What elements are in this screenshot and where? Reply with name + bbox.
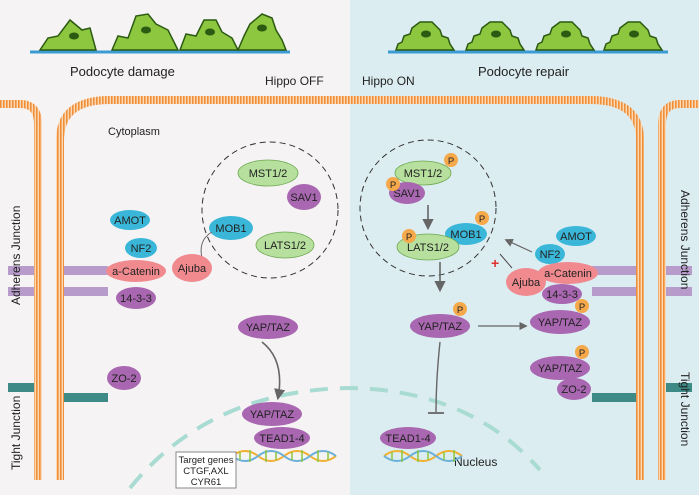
svg-text:MOB1: MOB1 [215,223,246,235]
mst-protein-right: MST1/2 [394,160,452,186]
hippo-off-label: Hippo OFF [265,74,324,88]
14-3-3-protein-left: 14-3-3 [116,287,156,309]
svg-text:MOB1: MOB1 [450,229,481,241]
target-genes-box: Target genes CTGF,AXL CYR61 [175,451,237,489]
svg-text:SAV1: SAV1 [393,188,420,200]
yap-tead-inhibition-line [435,341,441,413]
zo2-protein-left: ZO-2 [107,366,141,390]
cell-membranes [0,96,699,480]
dna-helix-left [231,450,337,462]
sav-protein-left: SAV1 [287,184,321,210]
svg-text:ZO-2: ZO-2 [561,384,586,396]
svg-text:YAP/TAZ: YAP/TAZ [250,409,294,421]
nf2-protein-right: NF2 [535,244,565,264]
ajuba-protein-right: Ajuba [506,268,546,296]
svg-text:P: P [448,156,454,167]
tead-protein-left: TEAD1-4 [254,427,310,449]
svg-text:LATS1/2: LATS1/2 [407,242,449,254]
svg-text:P: P [457,305,463,316]
catenin-protein-left: a-Catenin [106,260,166,282]
podocyte-repair-title: Podocyte repair [478,64,570,79]
amot-protein-right: AMOT [556,226,596,246]
svg-text:MST1/2: MST1/2 [404,168,443,180]
target-genes-line2: CYR61 [191,477,222,488]
zo2-protein-right: ZO-2 [557,378,591,400]
nucleus-label: Nucleus [454,455,497,469]
svg-text:Ajuba: Ajuba [512,277,541,289]
svg-text:NF2: NF2 [540,249,561,261]
ajuba-protein-left: Ajuba [172,254,212,282]
catenin-protein-right: a-Catenin [538,262,598,284]
adherens-junction-label-left: Adherens Junction [9,206,23,305]
adherens-junction-label-right: Adherens Junction [678,190,692,289]
yap-taz-phosphorylated-right: YAP/TAZ P [410,302,470,338]
nucleus-boundary [128,385,542,490]
amot-protein-left: AMOT [110,210,150,230]
svg-text:AMOT: AMOT [114,215,146,227]
14-3-3-protein-right: 14-3-3 [542,284,582,304]
svg-text:P: P [479,214,485,225]
svg-text:YAP/TAZ: YAP/TAZ [538,317,582,329]
svg-text:TEAD1-4: TEAD1-4 [385,433,430,445]
target-genes-line1: CTGF,AXL [183,466,228,477]
hippo-on-label: Hippo ON [362,74,415,88]
nf2-to-complex-arrow [504,239,533,253]
yap-taz-cytoplasm-left: YAP/TAZ [238,315,298,339]
dna-helix-right [383,450,463,462]
svg-text:P: P [390,180,396,191]
svg-text:a-Catenin: a-Catenin [112,266,160,278]
svg-text:P: P [579,302,585,313]
svg-text:MST1/2: MST1/2 [249,168,288,180]
svg-text:YAP/TAZ: YAP/TAZ [418,321,462,333]
lats-protein-left: LATS1/2 [255,231,315,259]
svg-text:14-3-3: 14-3-3 [546,289,578,301]
repaired-podocytes-illustration [388,21,668,54]
svg-text:ZO-2: ZO-2 [111,373,136,385]
svg-text:SAV1: SAV1 [290,192,317,204]
svg-text:14-3-3: 14-3-3 [120,293,152,305]
inhibition-mark: + [491,255,499,271]
tight-junction-label-right: Tight Junction [678,372,692,446]
yap-taz-bound-right: YAP/TAZ P [530,299,590,334]
tead-protein-right: TEAD1-4 [380,427,436,449]
svg-text:Ajuba: Ajuba [178,263,207,275]
svg-text:AMOT: AMOT [560,231,592,243]
target-genes-title: Target genes [179,455,234,466]
yap-taz-nuclear-left: YAP/TAZ [242,402,302,426]
podocyte-damage-title: Podocyte damage [70,64,175,79]
mst-protein-left: MST1/2 [237,159,299,187]
svg-text:YAP/TAZ: YAP/TAZ [538,363,582,375]
ajuba-inhibition-line [499,253,513,269]
ajuba-mob-link-left [200,231,213,259]
mob-protein-left: MOB1 [209,216,253,240]
svg-text:TEAD1-4: TEAD1-4 [259,433,304,445]
nf2-protein-left: NF2 [125,238,157,258]
svg-text:LATS1/2: LATS1/2 [264,240,306,252]
damaged-podocytes-illustration [30,13,290,54]
svg-text:NF2: NF2 [131,243,152,255]
hippo-core-complex-right [359,139,497,277]
svg-text:P: P [406,232,412,243]
yap-translocation-arrow-left [261,341,286,401]
mob-protein-right: MOB1 [445,223,487,245]
svg-text:P: P [579,348,585,359]
phospho-markers-core: P P P P [386,153,489,243]
adherens-junction-bars [8,266,692,296]
cytoplasm-label: Cytoplasm [108,126,160,138]
svg-text:a-Catenin: a-Catenin [544,268,592,280]
tight-junction-label-left: Tight Junction [9,396,23,470]
yap-taz-tight-junction-right: YAP/TAZ P [530,345,590,380]
svg-text:YAP/TAZ: YAP/TAZ [246,322,290,334]
hippo-core-complex-left [201,141,339,279]
tight-junction-bars [8,383,692,402]
